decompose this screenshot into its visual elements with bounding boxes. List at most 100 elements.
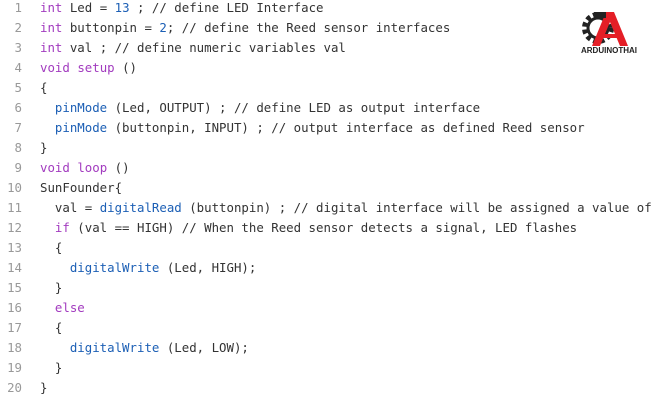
code-line: 12 if (val == HIGH) // When the Reed sen… (0, 218, 653, 238)
line-number: 14 (7, 260, 22, 275)
line-number: 20 (7, 380, 22, 395)
code-token: loop (77, 160, 108, 175)
code-line: 5{ (0, 78, 653, 98)
code-line: 9 void loop () (0, 158, 653, 178)
code-token: setup (77, 60, 115, 75)
line-number: 1 (14, 0, 22, 15)
code-token: (buttonpin, INPUT) ; // output interface… (107, 120, 585, 135)
line-number: 16 (7, 300, 22, 315)
code-token (40, 300, 55, 315)
line-number: 18 (7, 340, 22, 355)
code-token: SunFounder{ (40, 180, 123, 195)
code-line: 19 } (0, 358, 653, 378)
code-token: val ; // define numeric variables val (62, 40, 346, 55)
code-text: else (40, 298, 85, 318)
code-line: 6 pinMode (Led, OUTPUT) ; // define LED … (0, 98, 653, 118)
code-token: (Led, LOW); (159, 340, 249, 355)
line-number: 10 (7, 180, 22, 195)
code-token: int (40, 40, 63, 55)
code-text: digitalWrite (Led, HIGH); (40, 258, 257, 278)
code-token: (Led, OUTPUT) ; // define LED as output … (107, 100, 481, 115)
code-token: digitalWrite (69, 260, 160, 275)
line-number: 11 (7, 200, 22, 215)
line-number: 2 (14, 20, 22, 35)
code-token: void (40, 60, 70, 75)
code-text: void setup () (40, 58, 137, 78)
code-token (40, 220, 55, 235)
line-number: 5 (14, 80, 22, 95)
line-number: 3 (14, 40, 22, 55)
code-token: { (40, 320, 63, 335)
code-text: digitalWrite (Led, LOW); (40, 338, 249, 358)
code-text: pinMode (buttonpin, INPUT) ; // output i… (40, 118, 585, 138)
code-token: (val == HIGH) // When the Reed sensor de… (69, 220, 578, 235)
code-line: 14 digitalWrite (Led, HIGH); (0, 258, 653, 278)
code-token: buttonpin = (62, 20, 160, 35)
code-text: if (val == HIGH) // When the Reed sensor… (40, 218, 577, 238)
code-token: else (54, 300, 85, 315)
code-token: int (40, 0, 63, 15)
code-text: int buttonpin = 2; // define the Reed se… (40, 18, 450, 38)
line-number: 15 (7, 280, 22, 295)
code-text: } (40, 358, 62, 378)
code-token: int (40, 20, 63, 35)
code-token: () (114, 60, 138, 75)
code-token: val = (40, 200, 100, 215)
code-token (40, 100, 55, 115)
code-token: } (40, 380, 48, 395)
line-number: 9 (14, 160, 22, 175)
code-line: 4 void setup () (0, 58, 653, 78)
code-token: (Led, HIGH); (159, 260, 257, 275)
code-text: pinMode (Led, OUTPUT) ; // define LED as… (40, 98, 480, 118)
line-number: 12 (7, 220, 22, 235)
code-text: { (40, 78, 47, 98)
line-number: 17 (7, 320, 22, 335)
code-line: 3 int val ; // define numeric variables v… (0, 38, 653, 58)
code-line: 20} (0, 378, 653, 398)
code-token: (buttonpin) ; // digital interface will … (181, 200, 653, 215)
code-token: pinMode (54, 120, 108, 135)
line-number: 19 (7, 360, 22, 375)
code-text: } (40, 378, 47, 398)
code-line: 10 SunFounder{ (0, 178, 653, 198)
code-token: } (40, 140, 48, 155)
code-line: 13 { (0, 238, 653, 258)
code-text: { (40, 238, 62, 258)
code-line: 17 { (0, 318, 653, 338)
code-text: int Led = 13 ; // define LED Interface (40, 0, 324, 18)
line-number: 4 (14, 60, 22, 75)
code-token: 13 (114, 0, 130, 15)
code-token: () (107, 160, 130, 175)
code-text: } (40, 278, 62, 298)
code-token: void (40, 160, 70, 175)
code-line: 2 int buttonpin = 2; // define the Reed s… (0, 18, 653, 38)
code-text: SunFounder{ (40, 178, 122, 198)
code-line: 8} (0, 138, 653, 158)
code-line: 1 int Led = 13 ; // define LED Interface (0, 0, 653, 18)
line-number: 13 (7, 240, 22, 255)
code-token: pinMode (54, 100, 108, 115)
gear-a-logo-icon (582, 12, 628, 46)
arduinothai-logo: ARDUINOTHAI (578, 8, 637, 58)
code-text: val = digitalRead (buttonpin) ; // digit… (40, 198, 653, 218)
code-token: { (40, 80, 48, 95)
code-token: { (40, 240, 63, 255)
line-number: 8 (14, 140, 22, 155)
code-token (40, 120, 55, 135)
code-text: int val ; // define numeric variables va… (40, 38, 346, 58)
code-token: ; // define LED Interface (129, 0, 324, 15)
code-token (40, 340, 70, 355)
code-token: } (40, 360, 63, 375)
logo-text: ARDUINOTHAI (581, 46, 637, 55)
code-token: } (40, 280, 63, 295)
code-token: digitalWrite (69, 340, 160, 355)
code-token: if (54, 220, 70, 235)
code-token: digitalRead (99, 200, 182, 215)
code-line: 15 } (0, 278, 653, 298)
code-text: } (40, 138, 47, 158)
code-line: 11 val = digitalRead (buttonpin) ; // di… (0, 198, 653, 218)
code-line: 16 else (0, 298, 653, 318)
code-token: ; // define the Reed sensor interfaces (166, 20, 451, 35)
code-token: Led = (62, 0, 115, 15)
